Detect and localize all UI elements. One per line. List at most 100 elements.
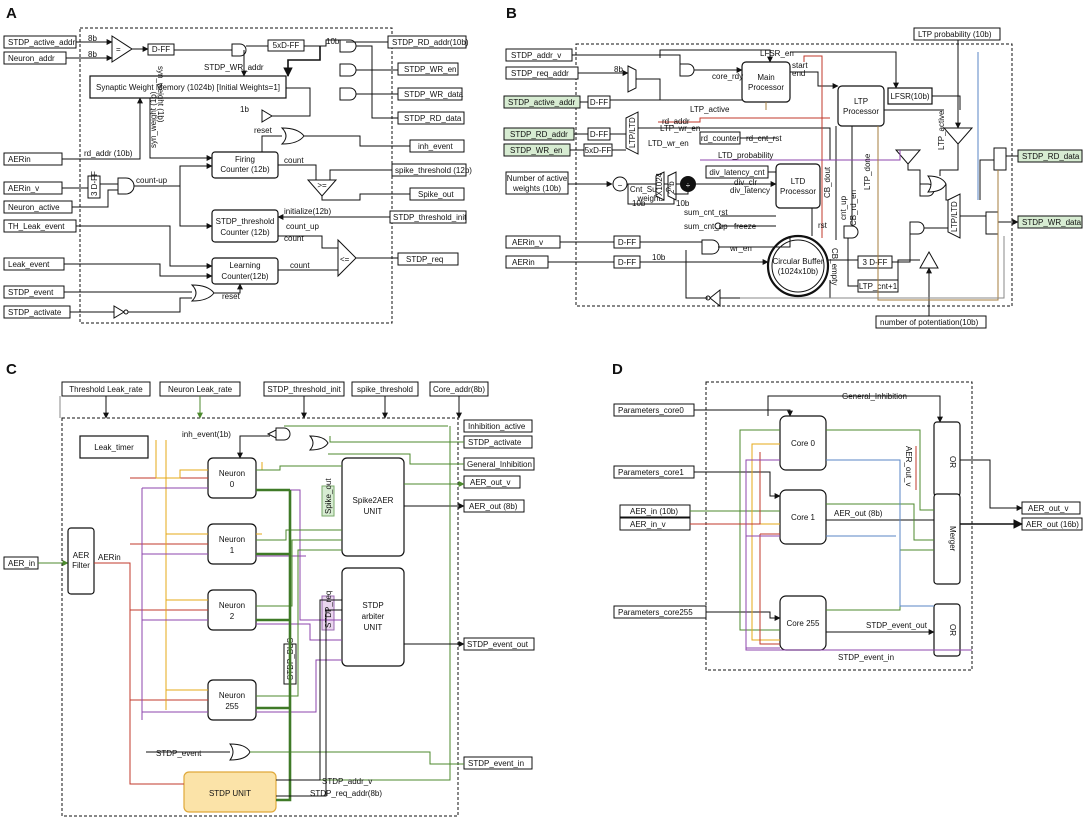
wire-red <box>803 55 823 238</box>
neuron-label: Neuron <box>219 535 245 544</box>
and-gate-wr-en <box>701 239 720 255</box>
merger-label: Merger <box>948 526 957 552</box>
addr-mux <box>627 65 637 93</box>
wire <box>767 395 943 423</box>
ltd-processor-label: Processor <box>780 187 816 196</box>
wire <box>960 459 1023 511</box>
wire-label: General_Inhibition <box>842 392 907 401</box>
wire-label: count <box>284 234 304 243</box>
wire-label: count-up <box>136 176 168 185</box>
and-gate <box>339 87 357 101</box>
wire <box>674 192 689 195</box>
and-gate <box>231 43 247 57</box>
weights-label: weights (10b) <box>512 184 561 193</box>
and-gate <box>843 225 859 239</box>
wire-label: syn_weight (1b) <box>156 66 165 123</box>
pow2-label: 2^b <box>667 181 676 194</box>
input-label: Threshold Leak_rate <box>69 385 143 394</box>
wire-label: LTP_done <box>863 153 872 190</box>
dff-label: D-FF <box>152 45 170 54</box>
output-stdp-wr-en <box>397 62 459 76</box>
leak-timer-label: Leak_timer <box>94 443 134 452</box>
wire <box>72 189 118 208</box>
wire-label: 8b <box>88 50 97 59</box>
wire-label: STDP_WR_addr <box>204 63 264 72</box>
or-gate <box>229 743 251 761</box>
input-label: Inhibition_active <box>468 422 526 431</box>
wire <box>694 409 793 417</box>
output-stdp-req <box>397 252 459 266</box>
wire-label: STDP_req_addr(8b) <box>310 789 382 798</box>
input-number-of-potentiation <box>875 315 987 329</box>
neuron-1 <box>207 523 257 565</box>
neuron-label: Neuron <box>219 601 245 610</box>
wire <box>659 49 773 63</box>
wire <box>979 159 994 200</box>
firing-counter-label: Counter (12b) <box>220 165 270 174</box>
input-label: AERin <box>8 155 31 164</box>
wire <box>932 95 961 110</box>
wire-purple <box>256 489 342 713</box>
ltp-ltd-mux <box>947 193 961 239</box>
wire <box>261 135 282 152</box>
dff3-a <box>87 175 101 199</box>
output-label: STDP_WR_en <box>404 65 456 74</box>
and-gate <box>679 63 695 77</box>
wire-green <box>250 426 464 781</box>
wire <box>237 435 270 459</box>
wire-red <box>94 562 184 785</box>
inverter <box>113 305 125 319</box>
input-stdp-event-in <box>463 756 533 770</box>
wire <box>134 163 213 187</box>
input-label: Parameters_core1 <box>618 468 684 477</box>
spike2aer-label: Spike2AER <box>353 496 394 505</box>
input-label: Leak_event <box>8 260 50 269</box>
wire-label: initialize(12b) <box>284 207 331 216</box>
wire-green <box>284 425 464 465</box>
panel-b-boundary <box>575 43 1013 307</box>
memory-label: Synaptic Weight Memory (1024b) [Initial … <box>96 83 280 92</box>
wire-label: reset <box>222 292 241 301</box>
wire-gray <box>740 236 1005 299</box>
learning-counter-label: Counter(12b) <box>221 272 268 281</box>
wire-label: CB_dout <box>823 166 832 198</box>
eq-comparator <box>111 35 133 63</box>
wire <box>790 51 899 89</box>
dff-label: D-FF <box>618 238 636 247</box>
neuron-label: 255 <box>225 702 239 711</box>
input-label: AERin_v <box>512 238 543 247</box>
wire-label: count_up <box>286 222 319 231</box>
main-processor <box>741 61 791 103</box>
and-gate <box>909 221 925 235</box>
input-label: Parameters_core255 <box>618 608 693 617</box>
wire-label: div_latency <box>730 186 770 195</box>
wire <box>62 97 143 160</box>
neuron-label: 0 <box>230 480 235 489</box>
circular-buffer-label: Circular Buffer <box>773 257 824 266</box>
wire-label: 1b <box>240 105 249 114</box>
wire <box>278 164 317 180</box>
dff3-label: 3 D-FF <box>863 258 888 267</box>
spike2aer-unit <box>341 457 405 557</box>
dff-vertical <box>985 211 999 235</box>
wire-label: count <box>284 156 304 165</box>
wire-label: LTP_wr_en <box>660 124 700 133</box>
synaptic-weight-memory <box>89 75 287 99</box>
wire <box>718 236 791 248</box>
dff3-label: 3 D-FF <box>90 171 99 196</box>
input-label: STDP_req_addr <box>511 69 569 78</box>
wire-label: 10b <box>652 253 666 262</box>
neuron-label: Neuron <box>219 691 245 700</box>
wire <box>945 184 948 201</box>
output-label: STDP_event_out <box>467 640 529 649</box>
wire <box>128 297 192 313</box>
wire-purple <box>745 459 972 651</box>
or-gate-reset <box>190 284 215 302</box>
wire-label: syn_weight (1b) <box>149 91 158 148</box>
aer-filter <box>67 527 95 595</box>
wire <box>283 46 321 77</box>
wire-green <box>256 465 342 697</box>
learning-counter <box>211 257 279 285</box>
wire <box>356 45 398 119</box>
